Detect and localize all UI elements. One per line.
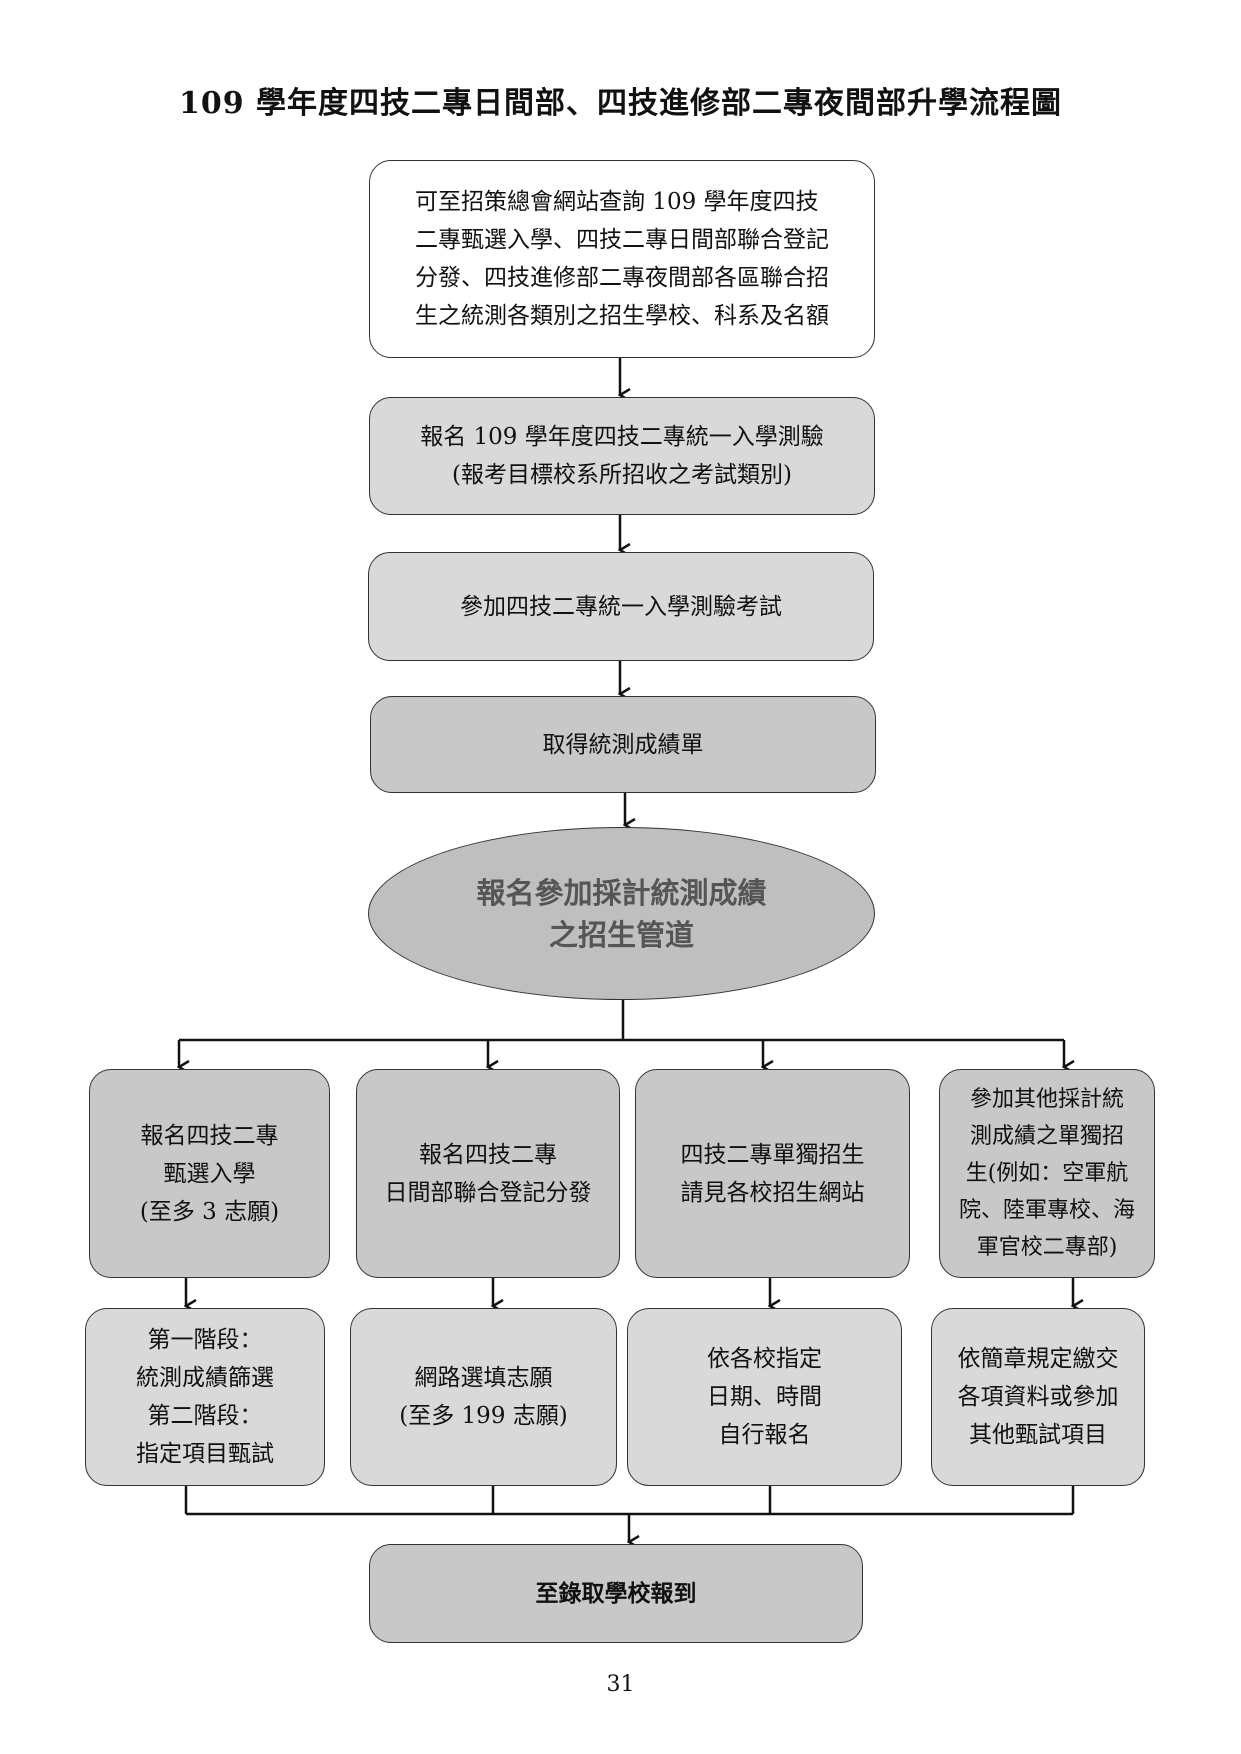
- branch-2-top-box: 報名四技二專 日間部聯合登記分發: [356, 1069, 620, 1278]
- get-scores-box: 取得統測成績單: [370, 696, 876, 793]
- branch-1-top-text: 報名四技二專 甄選入學 (至多 3 志願): [139, 1122, 280, 1225]
- page-number: 31: [606, 1672, 635, 1697]
- branch-3-bottom-box: 依各校指定 日期、時間 自行報名: [627, 1308, 902, 1486]
- get-scores-text: 取得統測成績單: [542, 731, 704, 758]
- branch-4-top-box: 參加其他採計統 測成績之單獨招 生(例如：空軍航 院、陸軍專校、海 軍官校二專部…: [939, 1069, 1155, 1278]
- channels-text: 報名參加採計統測成績 之招生管道: [476, 875, 767, 952]
- take-exam-box: 參加四技二專統一入學測驗考試: [368, 552, 874, 661]
- page-title: 109 學年度四技二專日間部、四技進修部二專夜間部升學流程圖: [178, 86, 1063, 121]
- final-box: 至錄取學校報到: [369, 1544, 863, 1643]
- branch-4-bottom-text: 依簡章規定繳交 各項資料或參加 其他甄試項目: [957, 1346, 1119, 1448]
- branch-1-bottom-text: 第一階段： 統測成績篩選 第二階段： 指定項目甄試: [136, 1327, 274, 1467]
- branch-4-top-text: 參加其他採計統 測成績之單獨招 生(例如：空軍航 院、陸軍專校、海 軍官校二專部…: [958, 1087, 1135, 1260]
- branch-1-bottom-box: 第一階段： 統測成績篩選 第二階段： 指定項目甄試: [85, 1308, 325, 1486]
- branch-2-top-text: 報名四技二專 日間部聯合登記分發: [384, 1141, 592, 1206]
- branch-3-top-text: 四技二專單獨招生 請見各校招生網站: [680, 1141, 865, 1206]
- branch-1-top-box: 報名四技二專 甄選入學 (至多 3 志願): [89, 1069, 330, 1278]
- branch-4-bottom-box: 依簡章規定繳交 各項資料或參加 其他甄試項目: [931, 1308, 1145, 1486]
- branch-3-bottom-text: 依各校指定 日期、時間 自行報名: [707, 1346, 822, 1448]
- register-exam-text: 報名 109 學年度四技二專統一入學測驗 (報考目標校系所招收之考試類別): [420, 424, 824, 488]
- channels-oval: 報名參加採計統測成績 之招生管道: [368, 827, 875, 1000]
- branch-3-top-box: 四技二專單獨招生 請見各校招生網站: [635, 1069, 910, 1278]
- branch-2-bottom-box: 網路選填志願 (至多 199 志願): [350, 1308, 617, 1486]
- info-text: 可至招策總會網站查詢 109 學年度四技 二專甄選入學、四技二專日間部聯合登記 …: [415, 189, 829, 329]
- register-exam-box: 報名 109 學年度四技二專統一入學測驗 (報考目標校系所招收之考試類別): [369, 397, 875, 515]
- take-exam-text: 參加四技二專統一入學測驗考試: [460, 593, 782, 620]
- final-text: 至錄取學校報到: [535, 1580, 697, 1607]
- info-box: 可至招策總會網站查詢 109 學年度四技 二專甄選入學、四技二專日間部聯合登記 …: [369, 160, 875, 358]
- branch-2-bottom-text: 網路選填志願 (至多 199 志願): [399, 1365, 568, 1429]
